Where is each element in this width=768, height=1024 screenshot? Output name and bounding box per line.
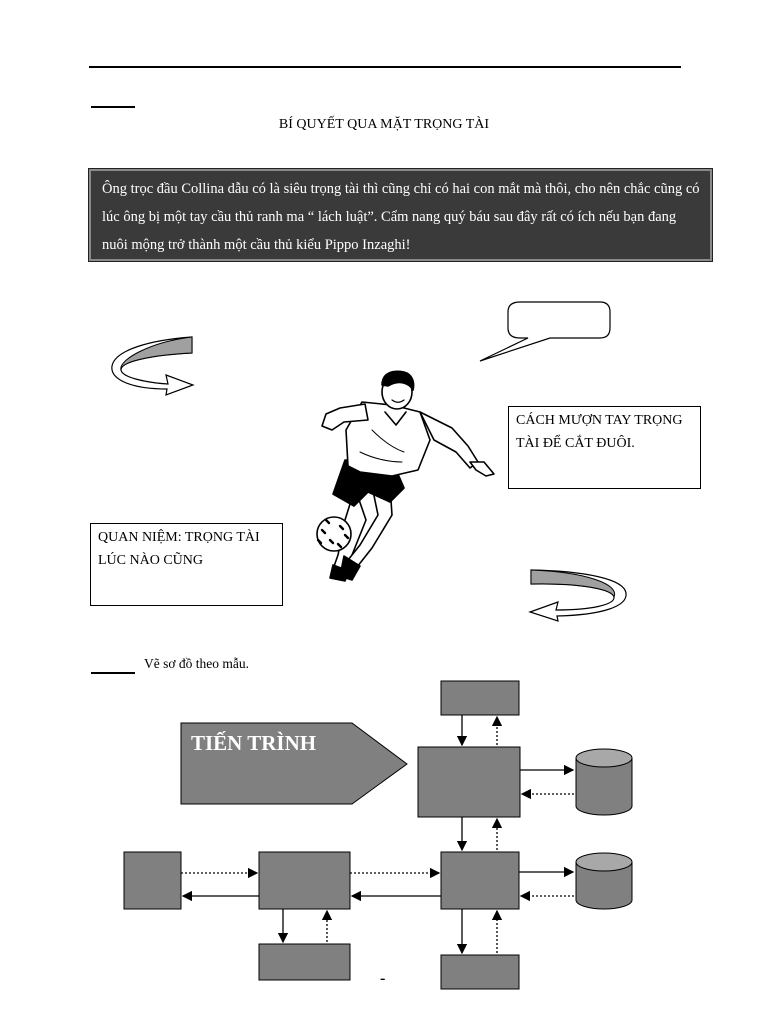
far-left-box bbox=[123, 851, 182, 910]
curved-arrow-right-icon bbox=[111, 336, 195, 396]
football-player-icon bbox=[316, 370, 495, 582]
intro-paragraph-box: Ông trọc đầu Collina dẫu có là siêu trọn… bbox=[88, 168, 713, 262]
process-pentagon: TIẾN TRÌNH bbox=[180, 722, 408, 805]
database-cylinder-icon-2 bbox=[575, 852, 633, 910]
section-marker-line-1 bbox=[91, 106, 135, 108]
central-process-box bbox=[417, 746, 521, 818]
bottom-box bbox=[440, 954, 520, 990]
process-label: TIẾN TRÌNH bbox=[191, 731, 316, 755]
footer-mark: - bbox=[380, 970, 386, 987]
section-marker-line-2 bbox=[91, 672, 135, 674]
callout-box-right: CÁCH MƯỢN TAY TRỌNG TÀI ĐỂ CẮT ĐUÔI. bbox=[508, 406, 701, 489]
top-horizontal-rule bbox=[89, 66, 681, 68]
top-box bbox=[440, 680, 520, 716]
database-cylinder-icon-1 bbox=[575, 748, 633, 816]
diagram-instruction: Vẽ sơ đồ theo mẫu. bbox=[144, 656, 249, 671]
document-title: BÍ QUYẾT QUA MẶT TRỌNG TÀI bbox=[278, 117, 490, 132]
diagram-connectors bbox=[181, 715, 575, 955]
speech-bubble-icon bbox=[479, 301, 611, 362]
middle-box bbox=[440, 851, 520, 910]
curved-arrow-left-icon bbox=[528, 569, 627, 622]
bottom-left-box bbox=[258, 943, 351, 981]
callout-box-left: QUAN NIỆM: TRỌNG TÀI LÚC NÀO CŨNG bbox=[90, 523, 283, 606]
left-middle-box bbox=[258, 851, 351, 910]
